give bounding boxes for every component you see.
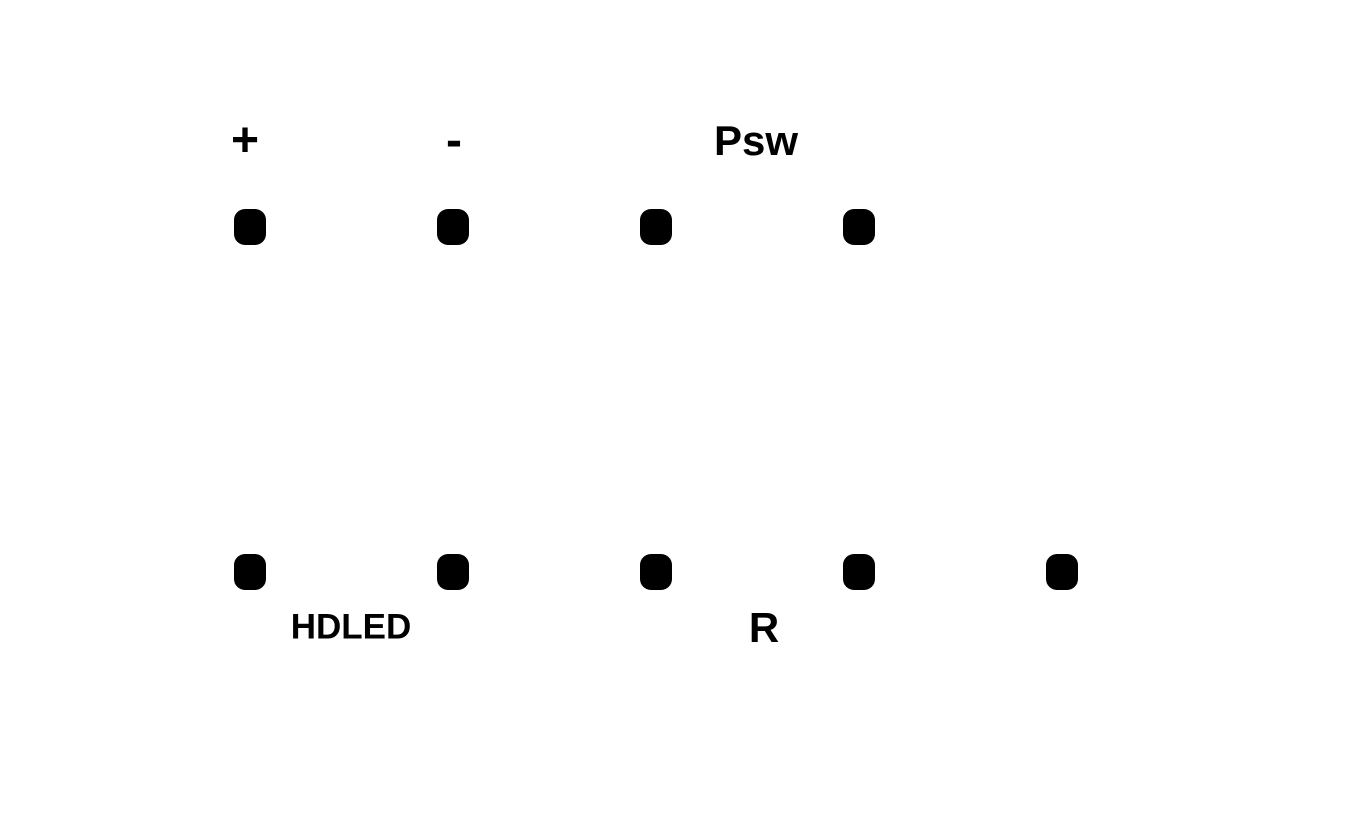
label-hdled: HDLED bbox=[290, 607, 412, 647]
top-pin-4 bbox=[843, 209, 875, 245]
top-pin-1 bbox=[234, 209, 266, 245]
bottom-pin-4 bbox=[843, 554, 875, 590]
top-pin-2 bbox=[437, 209, 469, 245]
top-pin-3 bbox=[640, 209, 672, 245]
bottom-pin-1 bbox=[234, 554, 266, 590]
bottom-pin-2 bbox=[437, 554, 469, 590]
bottom-pin-5 bbox=[1046, 554, 1078, 590]
label-r: R bbox=[748, 604, 780, 651]
label-plus: + bbox=[230, 114, 260, 167]
bottom-pin-3 bbox=[640, 554, 672, 590]
label-minus: - bbox=[446, 114, 462, 167]
label-psw: Psw bbox=[713, 117, 799, 164]
